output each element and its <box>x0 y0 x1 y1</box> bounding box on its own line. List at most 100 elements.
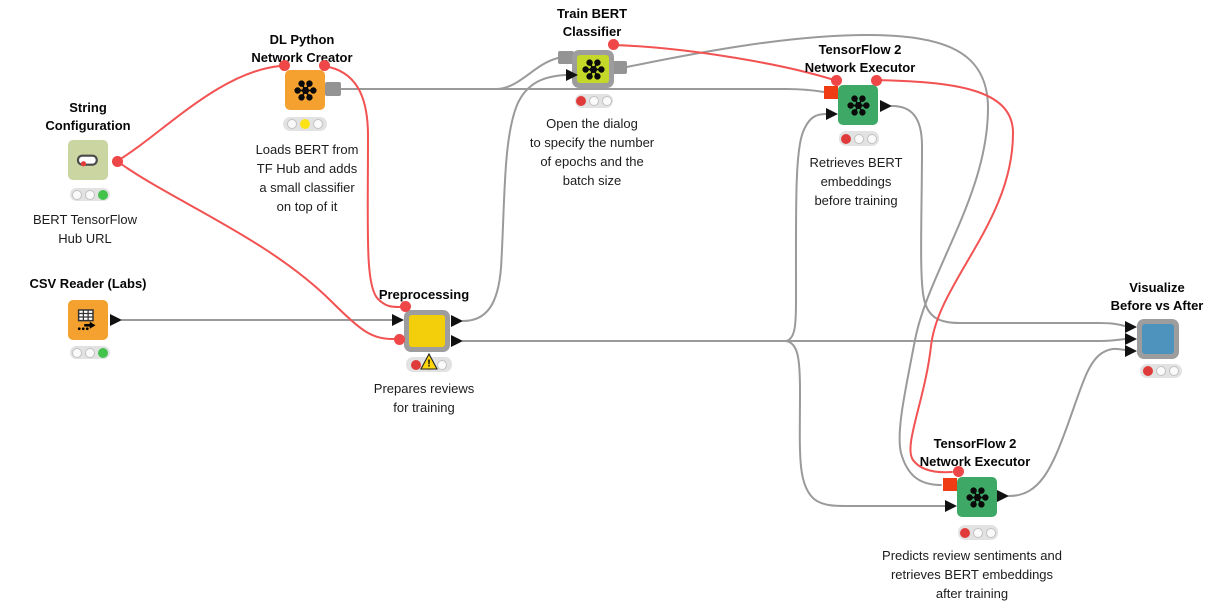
wire-stringconfig-to-dlpython[interactable] <box>116 65 281 162</box>
traffic-red-light <box>1143 366 1153 376</box>
traffic-green-light <box>98 189 108 200</box>
train-bert-classifier-network-port[interactable] <box>558 51 574 64</box>
wire-dlpython-to-preprocessing-flowvar[interactable] <box>323 65 401 308</box>
traffic-off-light <box>313 119 323 129</box>
string-configuration-traffic-light <box>70 188 110 201</box>
traffic-off-light <box>437 359 447 370</box>
visualize-before-vs-after-traffic-light <box>1140 364 1182 378</box>
text-field-icon <box>76 154 98 167</box>
traffic-off-light <box>602 96 612 106</box>
tensorflow2-network-executor-after-traffic-light <box>958 525 998 540</box>
dl-python-network-creator[interactable] <box>285 70 325 110</box>
preprocessing-comment: Prepares reviews for training <box>373 381 475 415</box>
traffic-off-light <box>854 133 864 144</box>
dl-python-network-creator-flowvar-port[interactable] <box>278 59 290 71</box>
csv-reader-labs[interactable] <box>68 300 108 340</box>
traffic-off-light <box>973 527 983 538</box>
preprocessing-flowvar-port[interactable] <box>399 300 411 312</box>
traffic-off-light <box>85 189 95 200</box>
visualize-before-vs-after-fill <box>1142 324 1174 354</box>
wire-trainbert-to-executor-before-flowvar[interactable] <box>612 44 832 80</box>
wire-executor-after-to-visualize[interactable] <box>1008 347 1126 497</box>
csv-reader-labs-data-port[interactable] <box>110 313 122 326</box>
network-icon <box>293 79 317 101</box>
traffic-red-light <box>960 527 970 538</box>
wire-executor-before-to-visualize[interactable] <box>891 105 1126 327</box>
wire-preprocessing-to-trainbert[interactable] <box>462 74 567 322</box>
preprocessing-flowvar-port[interactable] <box>393 333 405 345</box>
tensorflow2-network-executor-after-data-port[interactable] <box>997 489 1009 502</box>
visualize-before-vs-after-data-port[interactable] <box>1125 344 1137 357</box>
traffic-red-light <box>411 359 421 370</box>
dl-python-network-creator-traffic-light <box>283 117 327 131</box>
dl-python-network-creator-flowvar-port[interactable] <box>318 59 330 71</box>
svg-text:!: ! <box>427 358 431 370</box>
wire-stringconfig-to-preprocessing[interactable] <box>116 160 395 340</box>
csv-reader-labs-label: CSV Reader (Labs) <box>29 276 147 291</box>
tensorflow2-network-executor-after-comment: Predicts review sentiments and retrieves… <box>882 548 1062 601</box>
train-bert-classifier[interactable] <box>572 50 614 88</box>
wire-executor-before-to-executor-after-flowvar[interactable] <box>875 79 1015 474</box>
preprocessing[interactable] <box>404 310 450 352</box>
wire-preprocessing-to-executor-after[interactable] <box>785 340 946 508</box>
wire-dlpython-to-trainbert[interactable] <box>496 57 559 90</box>
traffic-off-light <box>72 347 82 358</box>
traffic-green-light <box>98 347 108 358</box>
traffic-yellow-light <box>300 119 310 129</box>
traffic-off-light <box>1156 366 1166 376</box>
wire-dlpython-to-executor-before[interactable] <box>340 88 825 93</box>
tensorflow2-network-executor-before-data-port[interactable] <box>880 99 892 112</box>
tensorflow2-network-executor-before-network-port[interactable] <box>824 86 838 99</box>
tensorflow2-network-executor-after[interactable] <box>957 477 997 517</box>
table-icon <box>77 309 96 331</box>
train-bert-classifier-flowvar-port[interactable] <box>607 38 619 50</box>
traffic-off-light <box>1169 366 1179 376</box>
preprocessing-data-port[interactable] <box>451 314 463 327</box>
visualize-before-vs-after-label: Visualize Before vs After <box>1110 280 1204 313</box>
traffic-off-light <box>85 347 95 358</box>
wire-preprocessing-to-visualize[interactable] <box>462 338 1126 342</box>
dl-python-network-creator-comment: Loads BERT from TF Hub and adds a small … <box>255 142 359 214</box>
tensorflow2-network-executor-after-flowvar-port[interactable] <box>952 465 964 477</box>
visualize-before-vs-after[interactable] <box>1137 319 1179 359</box>
wire-preprocessing-to-executor-before[interactable] <box>785 113 827 342</box>
traffic-red-light <box>841 133 851 144</box>
train-bert-classifier-data-port[interactable] <box>566 68 578 81</box>
tensorflow2-network-executor-before-flowvar-port[interactable] <box>830 74 842 86</box>
train-bert-classifier-network-port[interactable] <box>612 61 627 74</box>
tensorflow2-network-executor-after-data-port[interactable] <box>945 499 957 512</box>
string-configuration-comment: BERT TensorFlow Hub URL <box>32 212 138 246</box>
train-bert-classifier-label: Train BERT Classifier <box>556 6 628 39</box>
network-icon <box>846 94 870 116</box>
visualize-before-vs-after-data-port[interactable] <box>1125 332 1137 345</box>
string-configuration[interactable] <box>68 140 108 180</box>
traffic-off-light <box>986 527 996 538</box>
traffic-off-light <box>589 96 599 106</box>
preprocessing-data-port[interactable] <box>392 313 404 326</box>
visualize-before-vs-after-data-port[interactable] <box>1125 320 1137 333</box>
tensorflow2-network-executor-before-label: TensorFlow 2 Network Executor <box>804 42 916 75</box>
dl-python-network-creator-network-port[interactable] <box>325 82 341 96</box>
tensorflow2-network-executor-before[interactable] <box>838 85 878 125</box>
wire-trainbert-to-executor-after[interactable] <box>626 33 990 486</box>
tensorflow2-network-executor-before-data-port[interactable] <box>826 107 838 120</box>
traffic-off-light <box>867 133 877 144</box>
tensorflow2-network-executor-after-network-port[interactable] <box>943 478 957 491</box>
preprocessing-traffic-light: ! <box>406 352 452 372</box>
traffic-off-light <box>72 189 82 200</box>
csv-reader-labs-traffic-light <box>70 346 110 359</box>
preprocessing-label: Preprocessing <box>378 287 470 302</box>
tensorflow2-network-executor-before-comment: Retrieves BERT embeddings before trainin… <box>809 155 903 208</box>
warning-icon: ! <box>420 352 438 375</box>
train-bert-classifier-comment: Open the dialog to specify the number of… <box>529 116 655 188</box>
network-icon <box>965 486 989 508</box>
tensorflow2-network-executor-before-traffic-light <box>839 131 879 146</box>
network-icon <box>581 58 605 80</box>
preprocessing-data-port[interactable] <box>451 334 463 347</box>
train-bert-classifier-fill <box>577 55 609 83</box>
tensorflow2-network-executor-after-label: TensorFlow 2 Network Executor <box>919 436 1031 469</box>
tensorflow2-network-executor-before-flowvar-port[interactable] <box>870 74 882 86</box>
string-configuration-flowvar-port[interactable] <box>111 155 123 167</box>
